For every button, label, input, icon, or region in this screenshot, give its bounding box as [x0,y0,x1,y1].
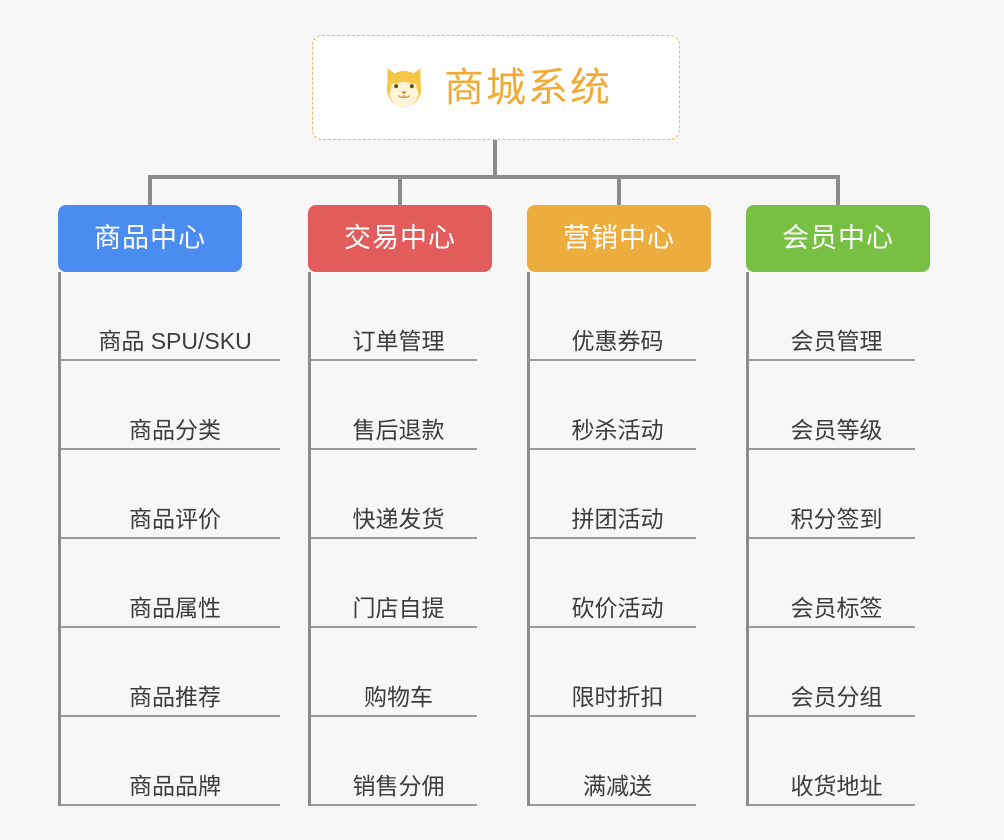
sub-item[interactable]: 商品品牌 [61,717,280,806]
sub-item[interactable]: 优惠券码 [530,272,696,361]
sub-item-label: 快递发货 [352,505,445,532]
sub-item-label: 会员等级 [790,416,883,443]
sub-item-label: 订单管理 [352,327,445,354]
root-title: 商城系统 [444,65,612,110]
sub-item-label: 砍价活动 [571,594,664,621]
root-node-shop-system[interactable]: 商城系统 [312,35,680,140]
sub-item-label: 售后退款 [352,416,445,443]
sub-item[interactable]: 收货地址 [749,717,915,806]
sub-item-label: 秒杀活动 [571,416,664,443]
sub-item[interactable]: 商品评价 [61,450,280,539]
sub-item-label: 商品评价 [129,505,221,532]
sub-item[interactable]: 门店自提 [311,539,477,628]
category-label: 会员中心 [782,223,894,253]
sub-item[interactable]: 会员等级 [749,361,915,450]
connector-root-stem [493,140,497,178]
sub-item[interactable]: 积分签到 [749,450,915,539]
connector-drop-4 [836,175,840,207]
sub-item[interactable]: 会员标签 [749,539,915,628]
sub-item[interactable]: 售后退款 [311,361,477,450]
category-box-trade-center[interactable]: 交易中心 [308,205,492,272]
connector-horizontal-bus [148,175,840,179]
sub-item-label: 购物车 [364,683,433,710]
sub-item-label: 满减送 [583,772,652,799]
sub-item[interactable]: 限时折扣 [530,628,696,717]
sub-item-label: 商品品牌 [129,772,221,799]
sub-item-label: 会员分组 [790,683,883,710]
sub-item[interactable]: 砍价活动 [530,539,696,628]
category-label: 交易中心 [344,223,456,253]
category-box-product-center[interactable]: 商品中心 [58,205,242,272]
sub-item-list: 商品 SPU/SKU 商品分类 商品评价 商品属性 商品推荐 商品品牌 [58,272,280,806]
branch-column-trade-center: 交易中心 订单管理 售后退款 快递发货 门店自提 购物车 销售分佣 [308,205,492,806]
category-label: 营销中心 [563,223,675,253]
shiba-dog-icon [386,68,422,107]
sub-item[interactable]: 商品 SPU/SKU [61,272,280,361]
sub-item-label: 商品推荐 [129,683,221,710]
category-label: 商品中心 [94,223,206,253]
sub-item-label: 限时折扣 [571,683,664,710]
sub-item[interactable]: 购物车 [311,628,477,717]
sub-item-label: 拼团活动 [571,505,664,532]
branch-column-marketing-center: 营销中心 优惠券码 秒杀活动 拼团活动 砍价活动 限时折扣 满减送 [527,205,711,806]
sub-item-label: 会员标签 [790,594,883,621]
sub-item[interactable]: 商品分类 [61,361,280,450]
sub-item[interactable]: 满减送 [530,717,696,806]
branch-column-member-center: 会员中心 会员管理 会员等级 积分签到 会员标签 会员分组 收货地址 [746,205,930,806]
branch-column-product-center: 商品中心 商品 SPU/SKU 商品分类 商品评价 商品属性 商品推荐 商品品牌 [58,205,280,806]
sub-item-label: 商品分类 [129,416,221,443]
sub-item[interactable]: 快递发货 [311,450,477,539]
category-box-member-center[interactable]: 会员中心 [746,205,930,272]
sub-item[interactable]: 秒杀活动 [530,361,696,450]
sub-item[interactable]: 销售分佣 [311,717,477,806]
sub-item-list: 优惠券码 秒杀活动 拼团活动 砍价活动 限时折扣 满减送 [527,272,711,806]
sub-item-label: 会员管理 [790,327,883,354]
sub-item[interactable]: 会员分组 [749,628,915,717]
sub-item[interactable]: 订单管理 [311,272,477,361]
sub-item[interactable]: 商品推荐 [61,628,280,717]
sub-item-list: 会员管理 会员等级 积分签到 会员标签 会员分组 收货地址 [746,272,930,806]
sub-item-label: 商品 SPU/SKU [98,327,252,354]
sub-item-label: 积分签到 [790,505,883,532]
sub-item[interactable]: 拼团活动 [530,450,696,539]
connector-drop-2 [398,175,402,207]
connector-drop-1 [148,175,152,207]
sub-item[interactable]: 商品属性 [61,539,280,628]
sub-item-label: 商品属性 [129,594,221,621]
sub-item-label: 销售分佣 [352,772,445,799]
sub-item[interactable]: 会员管理 [749,272,915,361]
sub-item-list: 订单管理 售后退款 快递发货 门店自提 购物车 销售分佣 [308,272,492,806]
sub-item-label: 门店自提 [352,594,445,621]
sub-item-label: 收货地址 [790,772,883,799]
connector-drop-3 [617,175,621,207]
category-box-marketing-center[interactable]: 营销中心 [527,205,711,272]
sub-item-label: 优惠券码 [571,327,664,354]
